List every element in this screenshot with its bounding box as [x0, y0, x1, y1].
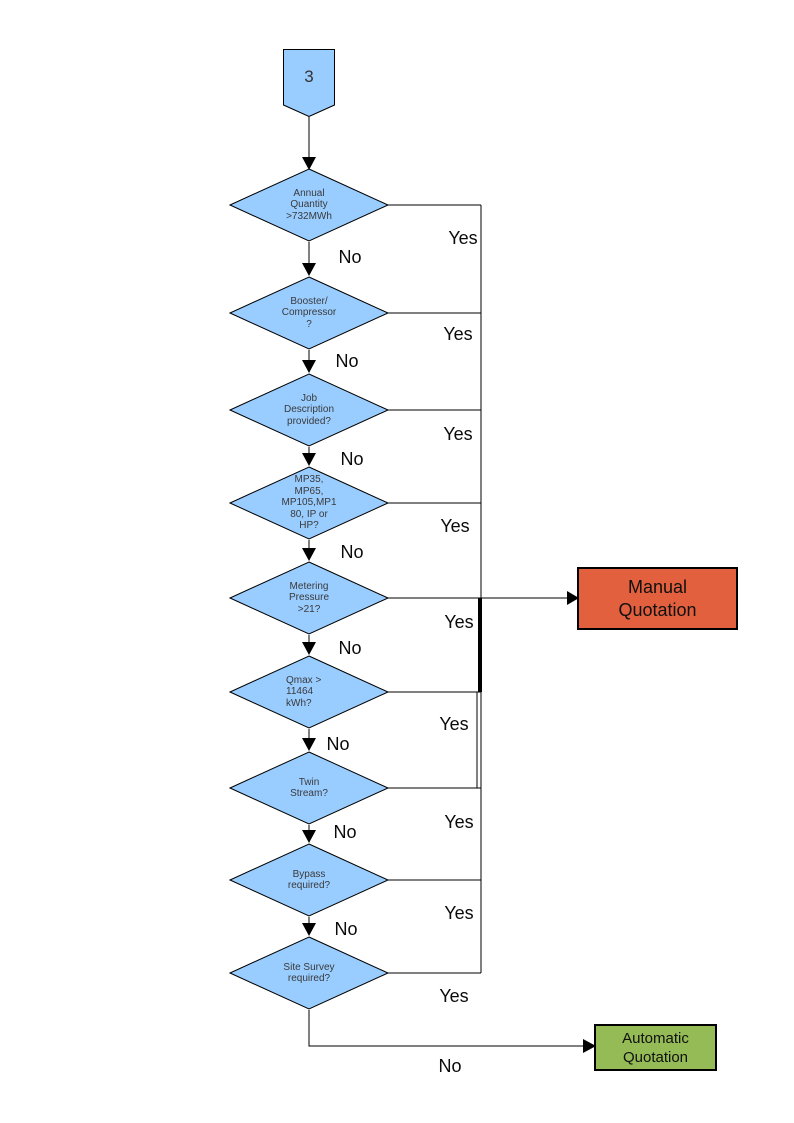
- decision-meter-pressure-rating: MP35, MP65, MP105,MP180, IP or HP?: [229, 466, 389, 540]
- no-label-booster-compressor: No: [335, 351, 359, 371]
- diamond-shape: [229, 466, 389, 540]
- no-label-meter-pressure-rating: No: [340, 542, 364, 562]
- arrowhead-d4-d5: [302, 548, 316, 561]
- yes-label-booster-compressor: Yes: [443, 324, 473, 344]
- arrowhead-d6-d7: [302, 738, 316, 751]
- arrowhead-start-to-d1: [302, 157, 316, 170]
- yes-label-meter-pressure-rating: Yes: [440, 516, 470, 536]
- decision-metering-pressure: Metering Pressure >21?: [229, 561, 389, 635]
- edge-to-automatic: [308, 1010, 583, 1047]
- automatic-quotation-box: Automatic Quotation: [594, 1024, 717, 1071]
- offpage-connector-shape: [283, 49, 335, 117]
- yes-label-twin-stream: Yes: [444, 812, 474, 832]
- yes-label-qmax: Yes: [439, 714, 469, 734]
- diamond-shape: [229, 751, 389, 825]
- decision-qmax: Qmax > 11464 kWh?: [229, 655, 389, 729]
- manual-quotation-box: Manual Quotation: [577, 567, 738, 630]
- decision-twin-stream: Twin Stream?: [229, 751, 389, 825]
- yes-label-bypass: Yes: [444, 903, 474, 923]
- no-label-qmax: No: [326, 734, 350, 754]
- yes-label-site-survey: Yes: [439, 986, 469, 1006]
- decision-annual-quantity-label: Annual Quantity >732MWh: [286, 187, 332, 222]
- decision-booster-compressor-label: Booster/ Compressor ?: [281, 295, 337, 330]
- diamond-shape: [229, 373, 389, 447]
- arrowhead-d5-d6: [302, 642, 316, 655]
- offpage-connector-label: 3: [304, 67, 314, 86]
- arrowhead-d7-d8: [302, 830, 316, 843]
- yes-label-job-description: Yes: [443, 424, 473, 444]
- yes-label-annual-quantity: Yes: [448, 228, 478, 248]
- no-label-twin-stream: No: [333, 822, 357, 842]
- offpage-connector: 3: [283, 49, 335, 117]
- no-label-site-survey: No: [438, 1056, 462, 1076]
- manual-quotation-label: Manual Quotation: [618, 576, 697, 620]
- decision-metering-pressure-label: Metering Pressure >21?: [288, 580, 329, 615]
- decision-job-description: Job Description provided?: [229, 373, 389, 447]
- diamond-shape: [229, 276, 389, 350]
- arrowhead-d8-d9: [302, 923, 316, 936]
- decision-bypass-label: Bypass required?: [287, 868, 331, 892]
- no-label-annual-quantity: No: [338, 247, 362, 267]
- yes-label-metering-pressure: Yes: [444, 612, 474, 632]
- arrowhead-d2-d3: [302, 360, 316, 373]
- diamond-shape: [229, 936, 389, 1010]
- decision-qmax-label: Qmax > 11464 kWh?: [286, 674, 322, 709]
- diamond-shape: [229, 168, 389, 242]
- decision-meter-pressure-rating-label: MP35, MP65, MP105,MP180, IP or HP?: [281, 474, 337, 532]
- no-label-metering-pressure: No: [338, 638, 362, 658]
- arrowhead-d3-d4: [302, 453, 316, 466]
- automatic-quotation-label: Automatic Quotation: [622, 1029, 689, 1066]
- decision-site-survey: Site Survey required?: [229, 936, 389, 1010]
- arrowhead-d1-d2: [302, 263, 316, 276]
- no-label-job-description: No: [340, 449, 364, 469]
- diamond-shape: [229, 561, 389, 635]
- arrowhead-to-manual: [567, 591, 579, 605]
- decision-twin-stream-label: Twin Stream?: [290, 776, 328, 800]
- decision-booster-compressor: Booster/ Compressor ?: [229, 276, 389, 350]
- decision-site-survey-label: Site Survey required?: [283, 961, 335, 985]
- decision-annual-quantity: Annual Quantity >732MWh: [229, 168, 389, 242]
- decision-bypass: Bypass required?: [229, 843, 389, 917]
- diamond-shape: [229, 655, 389, 729]
- no-label-bypass: No: [334, 919, 358, 939]
- decision-job-description-label: Job Description provided?: [283, 392, 335, 427]
- diamond-shape: [229, 843, 389, 917]
- arrowhead-to-automatic: [583, 1039, 596, 1053]
